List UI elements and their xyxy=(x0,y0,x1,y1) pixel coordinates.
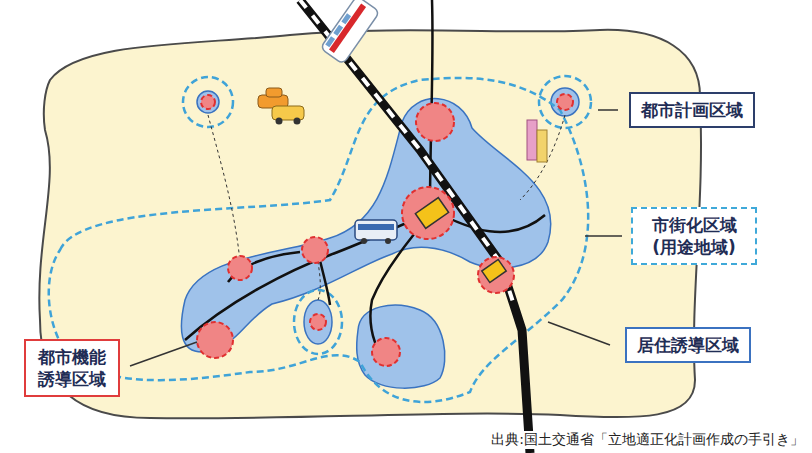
urbanization-area xyxy=(49,76,591,402)
residential-zone-label: 居住誘導区域 xyxy=(625,327,751,363)
urbanization-area-label: 市街化区域 (用途地域) xyxy=(631,207,757,265)
bus-icon xyxy=(355,220,397,244)
railway xyxy=(300,0,530,453)
urban-function-zones xyxy=(197,94,573,366)
leader-lines xyxy=(130,110,622,366)
planning-area-label: 都市計画区域 xyxy=(629,92,755,128)
bus-routes xyxy=(185,0,545,352)
building-icon xyxy=(527,120,547,162)
zone-name: 都市計画区域 xyxy=(641,99,743,121)
railway-ties xyxy=(300,0,514,305)
urban-function-zone-label: 都市機能誘導区域 xyxy=(24,339,120,397)
zone-name: 居住誘導区域 xyxy=(637,334,739,356)
access-paths xyxy=(208,115,565,300)
stations xyxy=(415,198,506,283)
car-icon xyxy=(258,88,304,125)
zone-name: 市街化区域 (用途地域) xyxy=(643,214,745,258)
source-caption: 出典:国土交通省「立地適正化計画作成の手引き」 xyxy=(489,431,806,449)
zone-name: 都市機能誘導区域 xyxy=(36,346,108,390)
train-icon xyxy=(320,0,380,64)
